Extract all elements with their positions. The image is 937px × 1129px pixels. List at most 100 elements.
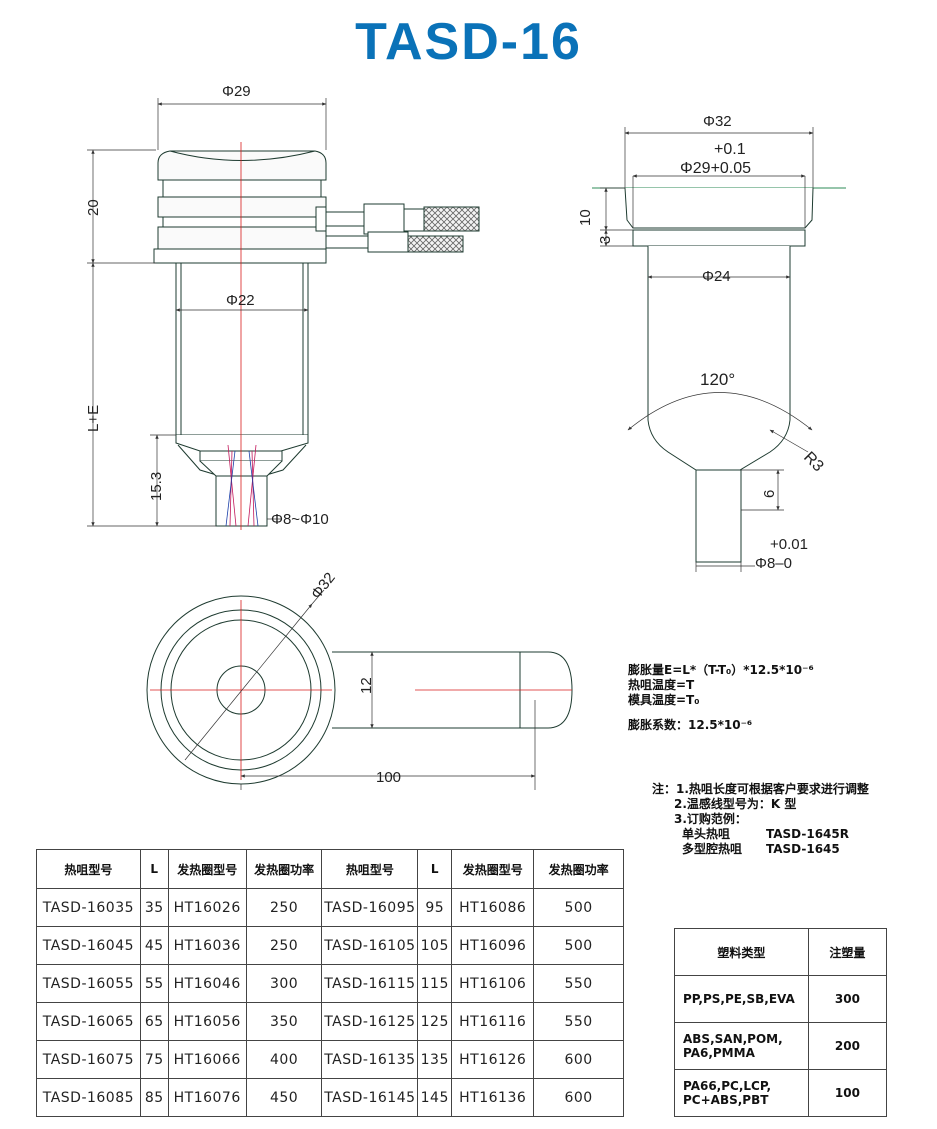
notes: 注：1.热咀长度可根据客户要求进行调整 2.温感线型号为：K 型 3.订购范例：… bbox=[652, 782, 869, 857]
dim-6: 6 bbox=[761, 490, 778, 498]
note-line-1: 注：1.热咀长度可根据客户要求进行调整 bbox=[652, 782, 869, 796]
note-line-5: 多型腔热咀 TASD-1645 bbox=[652, 842, 869, 857]
note-line-2: 2.温感线型号为：K 型 bbox=[674, 797, 797, 811]
formula-line-1: 膨胀量E=L*（T-T₀）*12.5*10⁻⁶ bbox=[628, 663, 814, 677]
dim-phi8-section: Φ8–0 bbox=[755, 555, 792, 572]
formula-line-2: 热咀温度=T bbox=[628, 678, 695, 692]
table-cell: TASD-16125 bbox=[321, 1002, 419, 1041]
dim-tolerance-01: +0.1 bbox=[714, 141, 746, 158]
dim-phi29-section: Φ29+0.05 bbox=[680, 160, 751, 177]
section-view-dimensions bbox=[600, 127, 814, 572]
dim-3: 3 bbox=[597, 236, 614, 244]
table-cell: TASD-16085 bbox=[36, 1078, 141, 1117]
table-cell: HT16136 bbox=[451, 1078, 535, 1117]
spec-table: 热咀型号 L 发热圈型号 发热圈功率 热咀型号 L 发热圈型号 发热圈功率 TA… bbox=[36, 849, 624, 1117]
header-cell: 热咀型号 bbox=[36, 849, 141, 889]
table-cell: TASD-16105 bbox=[321, 926, 419, 965]
note-line-3: 3.订购范例： bbox=[674, 812, 747, 826]
section-view bbox=[592, 187, 846, 563]
top-view bbox=[146, 595, 573, 785]
table-cell: TASD-16075 bbox=[36, 1040, 141, 1079]
table-cell: PA66,PC,LCP, PC+ABS,PBT bbox=[674, 1069, 809, 1117]
dim-r3: R3 bbox=[800, 449, 827, 476]
order-single-label: 单头热咀 bbox=[682, 827, 731, 841]
table-cell: 105 bbox=[417, 926, 453, 965]
front-view-dimensions bbox=[87, 98, 327, 527]
spec-table-header: 热咀型号 L 发热圈型号 发热圈功率 热咀型号 L 发热圈型号 发热圈功率 bbox=[36, 849, 624, 889]
top-view-dimensions bbox=[184, 589, 536, 790]
dim-10: 10 bbox=[577, 209, 594, 226]
dim-100: 100 bbox=[376, 769, 401, 786]
table-cell: 100 bbox=[807, 1069, 888, 1117]
plastic-table-header: 塑料类型 注塑量 bbox=[674, 928, 888, 976]
table-cell: 600 bbox=[533, 1078, 624, 1117]
table-cell: 145 bbox=[417, 1078, 453, 1117]
table-cell: 550 bbox=[533, 964, 624, 1003]
table-cell: HT16116 bbox=[451, 1002, 535, 1041]
front-view bbox=[153, 142, 480, 530]
table-cell: 135 bbox=[417, 1040, 453, 1079]
dim-tolerance-001: +0.01 bbox=[770, 536, 808, 553]
expansion-formula: 膨胀量E=L*（T-T₀）*12.5*10⁻⁶ 热咀温度=T 模具温度=T₀ 膨… bbox=[628, 663, 814, 733]
table-cell: 45 bbox=[139, 926, 169, 965]
table-cell: 200 bbox=[807, 1022, 888, 1070]
table-cell: HT16096 bbox=[451, 926, 535, 965]
table-cell: TASD-16115 bbox=[321, 964, 419, 1003]
dim-phi8-10: Φ8~Φ10 bbox=[271, 511, 329, 528]
table-cell: 125 bbox=[417, 1002, 453, 1041]
table-cell: 400 bbox=[245, 1040, 323, 1079]
dim-120-degree: 120° bbox=[700, 370, 735, 389]
table-cell: HT16076 bbox=[167, 1078, 247, 1117]
table-cell: TASD-16135 bbox=[321, 1040, 419, 1079]
table-cell: HT16066 bbox=[167, 1040, 247, 1079]
dim-phi32-top: Φ32 bbox=[308, 569, 339, 602]
table-cell: 35 bbox=[139, 888, 169, 927]
table-cell: HT16126 bbox=[451, 1040, 535, 1079]
header-cell: 塑料类型 bbox=[674, 928, 809, 976]
order-multi-label: 多型腔热咀 bbox=[682, 842, 743, 856]
table-cell: 300 bbox=[245, 964, 323, 1003]
table-cell: TASD-16145 bbox=[321, 1078, 419, 1117]
dim-phi29-front: Φ29 bbox=[222, 83, 251, 100]
table-cell: HT16106 bbox=[451, 964, 535, 1003]
table-cell: HT16046 bbox=[167, 964, 247, 1003]
header-cell: 发热圈型号 bbox=[167, 849, 247, 889]
table-cell: 55 bbox=[139, 964, 169, 1003]
table-cell: 550 bbox=[533, 1002, 624, 1041]
table-cell: TASD-16035 bbox=[36, 888, 141, 927]
table-cell: 300 bbox=[807, 975, 888, 1023]
table-cell: TASD-16095 bbox=[321, 888, 419, 927]
table-cell: HT16086 bbox=[451, 888, 535, 927]
table-cell: HT16056 bbox=[167, 1002, 247, 1041]
header-cell: 发热圈功率 bbox=[245, 849, 323, 889]
formula-line-3: 模具温度=T₀ bbox=[628, 693, 700, 707]
dim-phi32-section: Φ32 bbox=[703, 113, 732, 130]
header-cell: L bbox=[139, 849, 169, 889]
header-cell: L bbox=[417, 849, 453, 889]
dim-l-plus-e: L+E bbox=[85, 405, 102, 432]
table-cell: 95 bbox=[417, 888, 453, 927]
table-cell: 250 bbox=[245, 888, 323, 927]
technical-drawing: Φ29 20 Φ22 L+E 15.3 Φ8~Φ10 Φ32 +0.1 Φ29+… bbox=[85, 83, 846, 790]
table-cell: ABS,SAN,POM, PA6,PMMA bbox=[674, 1022, 809, 1070]
table-cell: PP,PS,PE,SB,EVA bbox=[674, 975, 809, 1023]
dim-phi24: Φ24 bbox=[702, 268, 731, 285]
order-multi-value: TASD-1645 bbox=[766, 842, 840, 856]
formula-line-4: 膨胀系数：12.5*10⁻⁶ bbox=[628, 718, 753, 732]
table-cell: 85 bbox=[139, 1078, 169, 1117]
header-cell: 注塑量 bbox=[807, 928, 888, 976]
header-cell: 发热圈型号 bbox=[451, 849, 535, 889]
table-cell: HT16036 bbox=[167, 926, 247, 965]
table-cell: TASD-16045 bbox=[36, 926, 141, 965]
page-title: TASD-16 bbox=[355, 13, 582, 71]
header-cell: 热咀型号 bbox=[321, 849, 419, 889]
